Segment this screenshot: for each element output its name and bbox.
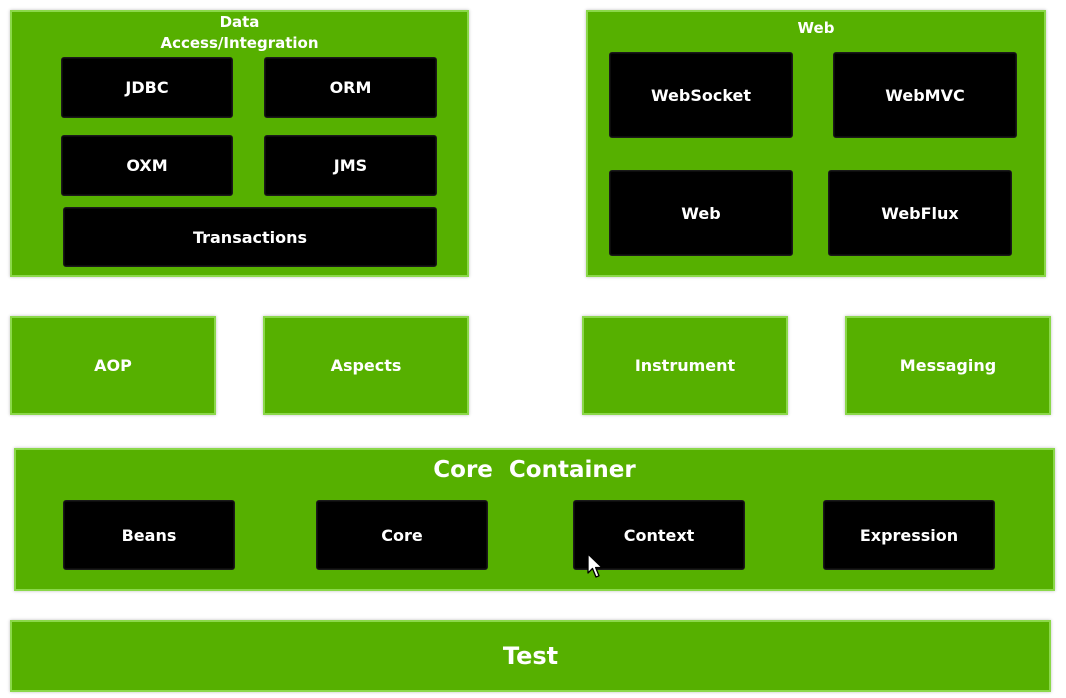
aop-module: AOP (10, 316, 216, 415)
expression-module: Expression (823, 500, 995, 570)
webflux-module: WebFlux (828, 170, 1012, 256)
data-access-integration-panel: Data Access/Integration JDBC ORM OXM JMS… (10, 10, 469, 277)
test-module: Test (10, 620, 1051, 692)
web-panel: Web WebSocket WebMVC Web WebFlux (586, 10, 1046, 277)
orm-module: ORM (264, 57, 437, 118)
jms-module: JMS (264, 135, 437, 196)
jdbc-module: JDBC (61, 57, 233, 118)
core-container-panel: Core Container Beans Core Context Expres… (14, 448, 1055, 591)
instrument-module: Instrument (582, 316, 788, 415)
aspects-module: Aspects (263, 316, 469, 415)
messaging-module: Messaging (845, 316, 1051, 415)
mouse-pointer-icon (587, 553, 603, 578)
data-access-title-line2: Access/Integration (160, 34, 319, 52)
transactions-module: Transactions (63, 207, 437, 267)
data-access-title-line1: Data (219, 13, 260, 31)
oxm-module: OXM (61, 135, 233, 196)
web-title: Web (797, 19, 835, 37)
webmvc-module: WebMVC (833, 52, 1017, 138)
beans-module: Beans (63, 500, 235, 570)
web-module: Web (609, 170, 793, 256)
core-module: Core (316, 500, 488, 570)
context-module: Context (573, 500, 745, 570)
core-container-title: Core Container (433, 457, 636, 483)
websocket-module: WebSocket (609, 52, 793, 138)
